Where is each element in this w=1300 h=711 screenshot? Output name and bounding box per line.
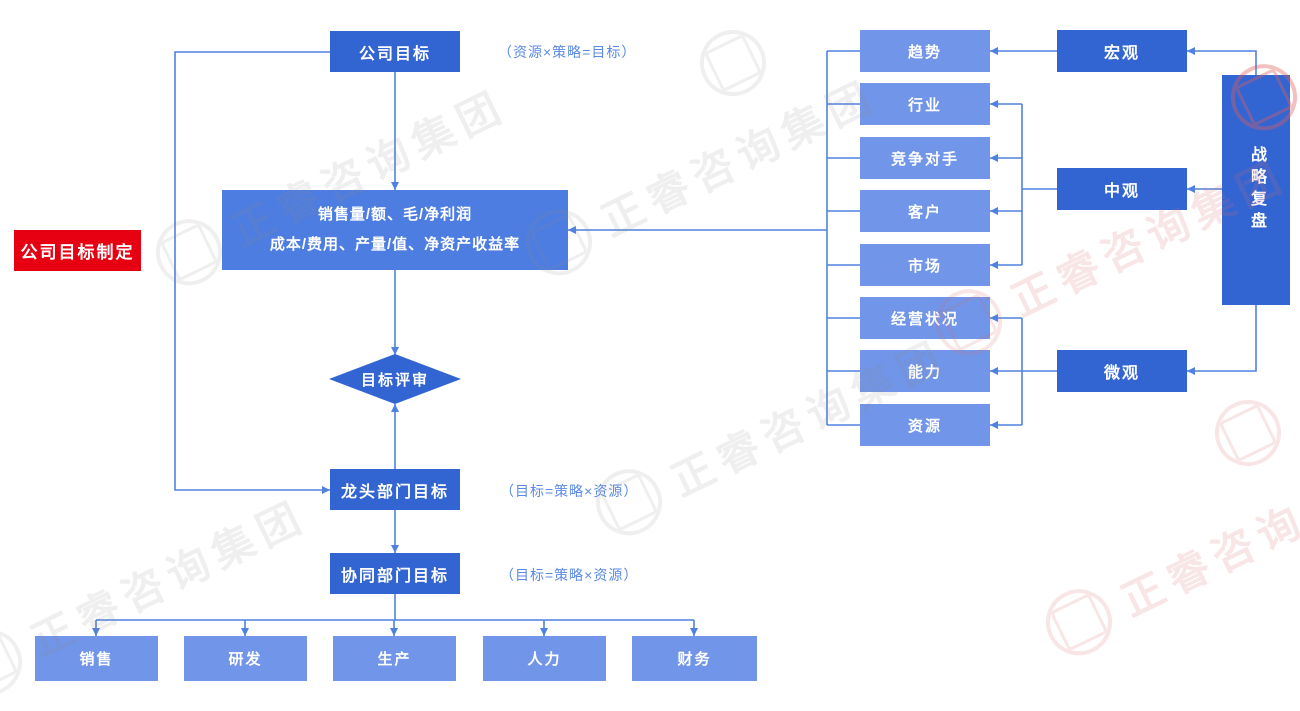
node-factor-operations: 经营状况	[860, 297, 990, 339]
node-macro: 宏观	[1057, 30, 1187, 72]
node-lead-dept-goal: 龙头部门目标	[330, 469, 460, 510]
metrics-line-1: 销售量/额、毛/净利润	[317, 206, 473, 223]
bracket-goal-to-leaddept	[174, 51, 330, 494]
node-dept-rd: 研发	[184, 636, 307, 681]
node-dept-finance: 财务	[632, 636, 757, 681]
node-factor-industry: 行业	[860, 83, 990, 125]
node-factor-capability: 能力	[860, 350, 990, 392]
node-meso: 中观	[1057, 168, 1187, 210]
node-micro: 微观	[1057, 350, 1187, 392]
node-factor-market: 市场	[860, 244, 990, 286]
node-factor-competitors: 竞争对手	[860, 137, 990, 179]
node-metrics: 销售量/额、毛/净利润 成本/费用、产量/值、净资产收益率	[222, 190, 568, 270]
node-factor-trend: 趋势	[860, 30, 990, 72]
node-dept-sales: 销售	[35, 636, 158, 681]
note-lead-dept: （目标=策略×资源）	[500, 483, 639, 499]
node-dept-production: 生产	[333, 636, 456, 681]
note-company-goal: （资源×策略=目标）	[498, 44, 637, 60]
note-co-dept: （目标=策略×资源）	[500, 567, 639, 583]
node-co-dept-goal: 协同部门目标	[330, 553, 460, 594]
arrow-review-macro	[1187, 47, 1257, 75]
node-factor-customers: 客户	[860, 190, 990, 232]
node-company-goal: 公司目标	[330, 31, 460, 72]
arrow-review-micro	[1187, 305, 1257, 375]
node-factor-resources: 资源	[860, 404, 990, 446]
label-company-goal-setting: 公司目标制定	[14, 230, 141, 271]
node-dept-hr: 人力	[483, 636, 606, 681]
node-strategy-review: 战略复盘	[1222, 75, 1290, 305]
metrics-line-2: 成本/费用、产量/值、净资产收益率	[269, 236, 521, 253]
